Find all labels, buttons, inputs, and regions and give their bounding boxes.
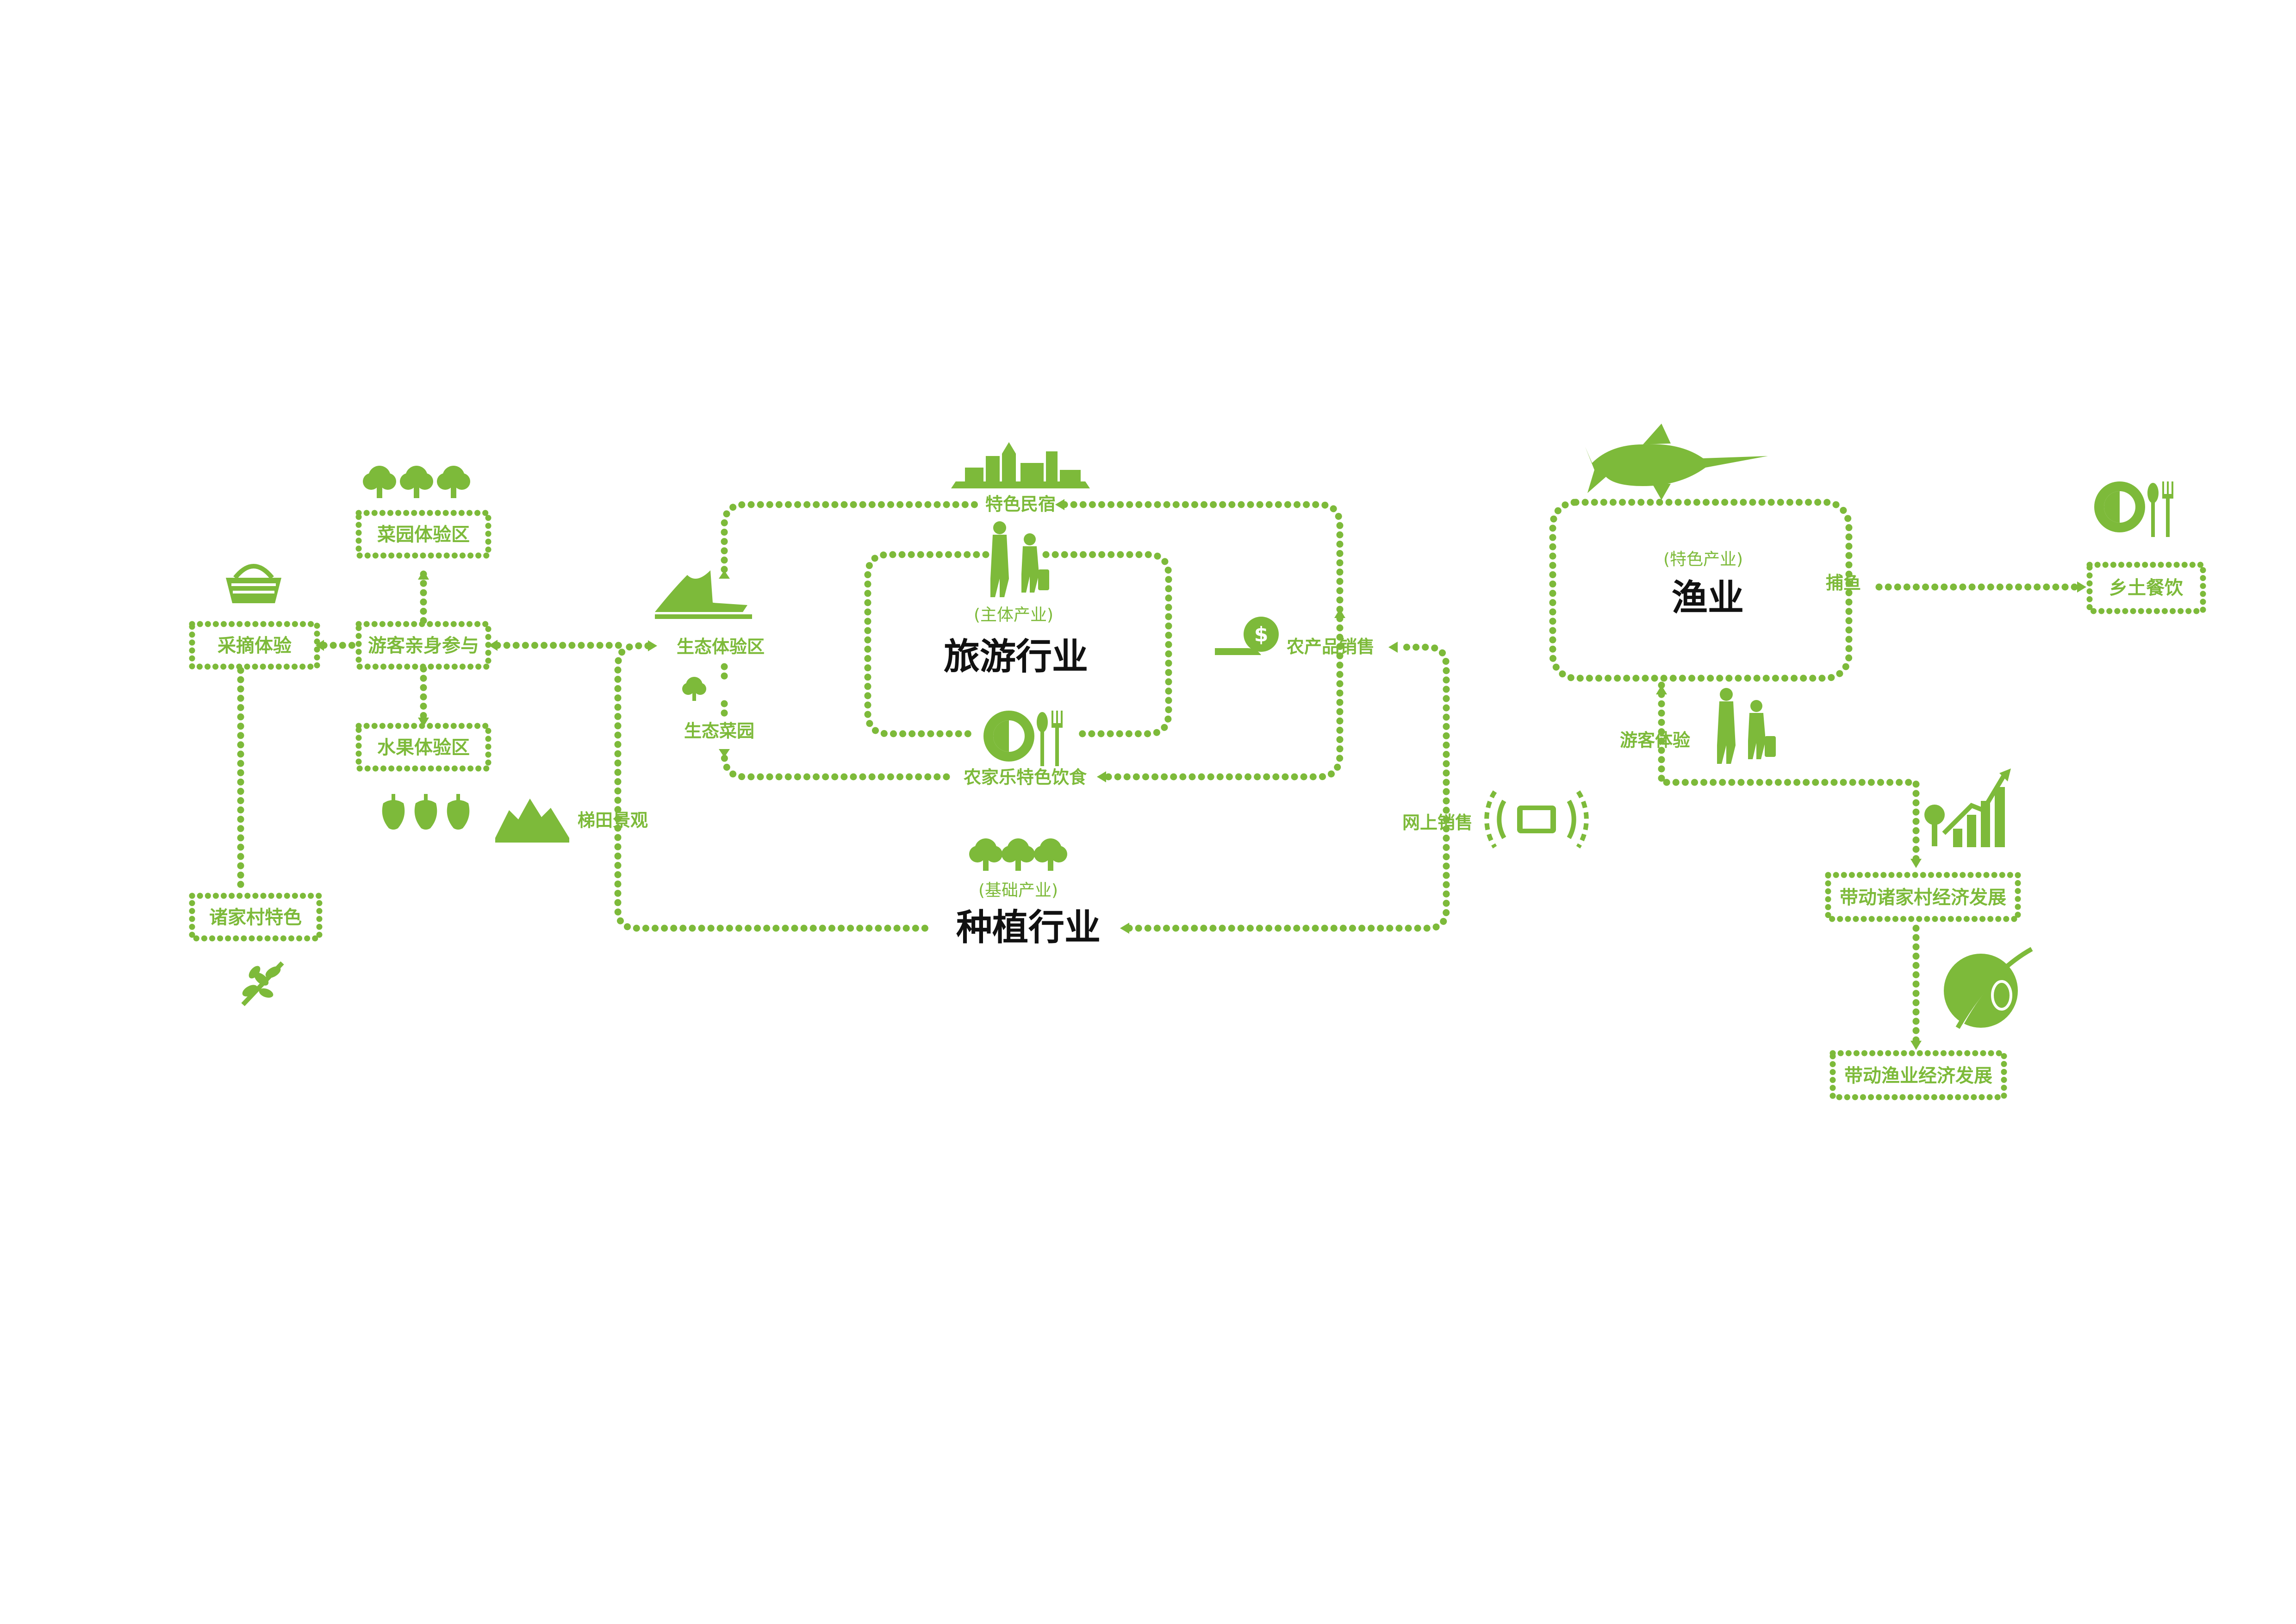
zhongzhi-loop: (基础产业) 种植行业 梯田景观 网上销售 <box>495 640 1589 949</box>
mobile-network-icon <box>1484 790 1589 849</box>
nongchanpin-label: 农产品销售 <box>1287 637 1375 657</box>
lvyou-subtitle: (主体产业) <box>974 606 1053 625</box>
shengtai-tiyan-label: 生态体验区 <box>677 637 765 657</box>
yuye-title: 渔业 <box>1672 577 1744 619</box>
caiyuan-label: 菜园体验区 <box>377 524 470 545</box>
svg-text:$: $ <box>1254 623 1269 646</box>
yuye-section: (特色产业) 渔业 捕鱼 乡土餐饮 游客体验 <box>1549 424 2206 1100</box>
middle-loop: 生态体验区 生态菜园 特色民宿 $ 农产品销售 <box>655 442 1375 787</box>
wangshang-label: 网上销售 <box>1402 812 1473 833</box>
broccoli-icon <box>363 466 470 498</box>
zhujia-label: 诸家村特色 <box>209 907 302 928</box>
daidong-zhujia-label: 带动诸家村经济发展 <box>1840 887 2006 908</box>
box-caiyuan: 菜园体验区 <box>355 510 492 559</box>
zhongzhi-subtitle: (基础产业) <box>978 881 1058 900</box>
daidong-yuye-label: 带动渔业经济发展 <box>1844 1065 1992 1087</box>
box-zhujia: 诸家村特色 <box>189 893 323 942</box>
buildings-icon <box>951 442 1090 488</box>
swordfish-icon <box>1585 424 1768 500</box>
pepper-icon <box>382 794 470 830</box>
mountain-icon <box>495 799 569 843</box>
youke-label: 游客亲身参与 <box>368 635 479 656</box>
shuiguo-label: 水果体验区 <box>377 737 470 758</box>
lvyou-loop: (主体产业) 旅游行业 <box>864 521 1172 737</box>
plate-fork-spoon-icon <box>983 711 1063 766</box>
zhongzhi-title: 种植行业 <box>956 907 1101 949</box>
broccoli-icon <box>682 677 706 701</box>
money-hand-icon: $ <box>1215 617 1279 655</box>
titian-label: 梯田景观 <box>578 810 648 831</box>
box-daidong-zhujia: 带动诸家村经济发展 <box>1825 872 2021 922</box>
growth-chart-icon <box>1924 768 2011 847</box>
fishing-rod-icon <box>1944 947 2033 1029</box>
xiangtu-label: 乡土餐饮 <box>2109 577 2184 599</box>
leaf-branch-icon <box>241 961 284 1006</box>
left-branch: 菜园体验区 游客亲身参与 水果体验区 <box>189 466 624 1006</box>
box-xiangtu: 乡土餐饮 <box>2086 562 2206 614</box>
broccoli-icon <box>969 838 1067 871</box>
basket-icon <box>226 564 281 603</box>
travelers-icon <box>990 521 1049 597</box>
box-caizhai: 采摘体验 <box>189 621 320 670</box>
plate-fork-spoon-icon <box>2094 481 2173 537</box>
box-daidong-yuye: 带动渔业经济发展 <box>1829 1050 2007 1100</box>
lvyou-title: 旅游行业 <box>944 636 1088 678</box>
box-shuiguo: 水果体验区 <box>355 723 492 772</box>
nongjiale-label: 农家乐特色饮食 <box>964 767 1087 787</box>
buyu-label: 捕鱼 <box>1826 573 1861 593</box>
box-youke: 游客亲身参与 <box>355 621 492 670</box>
youke-tiyan-label: 游客体验 <box>1620 730 1690 750</box>
landscape-icon <box>655 570 752 619</box>
yuye-subtitle: (特色产业) <box>1663 550 1743 569</box>
caizhai-label: 采摘体验 <box>218 635 292 656</box>
travelers-icon <box>1717 688 1776 764</box>
shengtai-caiyuan-label: 生态菜园 <box>684 721 754 741</box>
tese-minsu-label: 特色民宿 <box>985 494 1056 514</box>
